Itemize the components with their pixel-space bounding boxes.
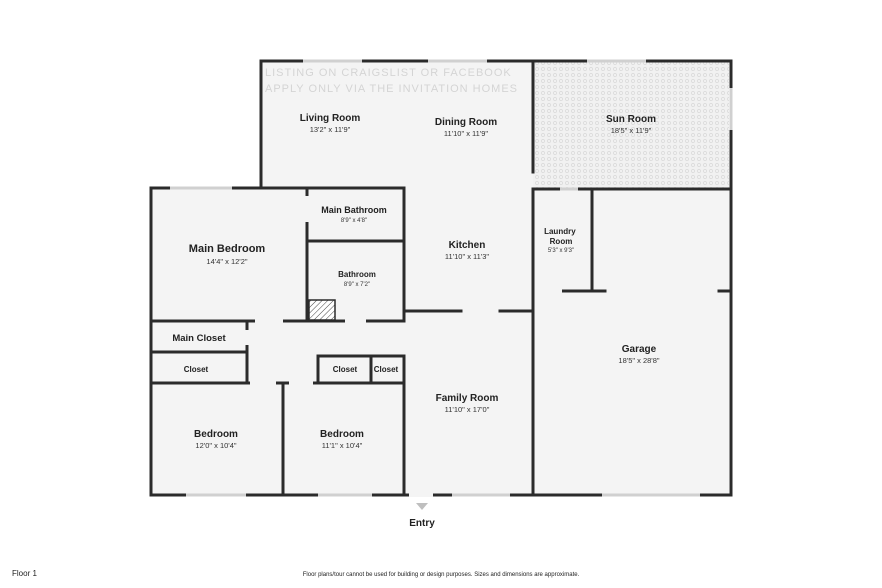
room-dims-main-bathroom: 8'9" x 4'8" bbox=[341, 218, 367, 224]
room-name-bedroom-1: Bedroom bbox=[194, 429, 238, 440]
floor-fill bbox=[151, 61, 729, 495]
room-dims-laundry-room: 5'3" x 9'3" bbox=[548, 248, 574, 254]
room-name-main-closet: Main Closet bbox=[172, 333, 226, 344]
room-name-bathroom: Bathroom bbox=[338, 270, 376, 279]
room-dims-living-room: 13'2" x 11'9" bbox=[310, 125, 351, 134]
room-dims-sun-room: 18'5" x 11'9" bbox=[611, 126, 652, 135]
room-name-garage: Garage bbox=[622, 344, 657, 355]
room-name-sun-room: Sun Room bbox=[606, 114, 656, 125]
room-dims-main-bedroom: 14'4" x 12'2" bbox=[206, 257, 247, 266]
room-dims-bathroom: 8'9" x 7'2" bbox=[344, 282, 370, 288]
room-dims-bedroom-1: 12'0" x 10'4" bbox=[195, 441, 236, 450]
room-name-family-room: Family Room bbox=[436, 393, 499, 404]
room-name-closet-mid-1: Closet bbox=[333, 365, 358, 374]
watermark: LISTING ON CRAIGSLIST OR FACEBOOK bbox=[265, 67, 512, 79]
laundry-label-line2: Room bbox=[550, 237, 573, 246]
sun-room-tile-floor bbox=[533, 61, 729, 189]
room-dims-garage: 18'5" x 28'8" bbox=[618, 356, 659, 365]
room-dims-family-room: 11'10" x 17'0" bbox=[445, 405, 490, 414]
entry-arrow-icon bbox=[416, 503, 428, 510]
room-labels: Living Room 13'2" x 11'9" Dining Room 11… bbox=[172, 113, 660, 529]
room-name-main-bedroom: Main Bedroom bbox=[189, 243, 266, 255]
room-name-main-bathroom: Main Bathroom bbox=[321, 205, 387, 215]
laundry-label-line1: Laundry bbox=[544, 227, 576, 236]
floor-label: Floor 1 bbox=[12, 569, 37, 578]
shower-hatch bbox=[308, 299, 336, 321]
windows bbox=[170, 59, 733, 497]
room-dims-dining-room: 11'10" x 11'9" bbox=[444, 129, 489, 138]
watermark: APPLY ONLY VIA THE INVITATION HOMES bbox=[265, 83, 518, 95]
disclaimer-text: Floor plans/tour cannot be used for buil… bbox=[302, 572, 580, 578]
room-dims-kitchen: 11'10" x 11'3" bbox=[445, 252, 490, 261]
room-name-bedroom-2: Bedroom bbox=[320, 429, 364, 440]
doorways bbox=[245, 196, 562, 497]
entry-label: Entry bbox=[409, 518, 435, 529]
room-name-kitchen: Kitchen bbox=[449, 240, 486, 251]
room-dims-bedroom-2: 11'1" x 10'4" bbox=[322, 441, 363, 450]
room-name-closet-mid-2: Closet bbox=[374, 365, 399, 374]
room-name-living-room: Living Room bbox=[300, 113, 361, 124]
room-name-closet-left: Closet bbox=[184, 365, 209, 374]
room-name-dining-room: Dining Room bbox=[435, 117, 497, 128]
room-name-laundry-room: Laundry Room bbox=[544, 227, 578, 246]
